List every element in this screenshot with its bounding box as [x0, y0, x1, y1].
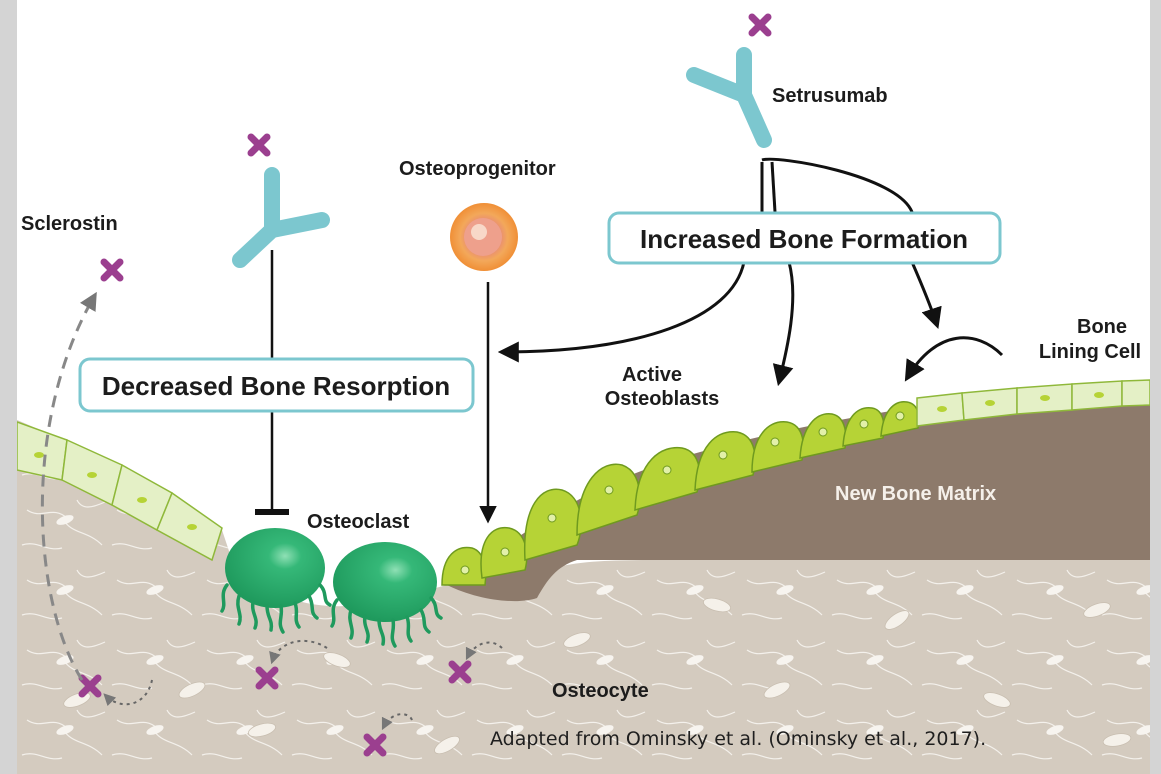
sclerostin-label: Sclerostin [21, 213, 118, 235]
new-bone-matrix-label: New Bone Matrix [835, 483, 996, 505]
osteoprogenitor-label: Osteoprogenitor [399, 158, 556, 180]
increased-bone-formation-label: Increased Bone Formation [640, 224, 968, 254]
osteoclast-label: Osteoclast [307, 511, 410, 533]
bone-lining-cell-icon [962, 388, 1017, 420]
osteoblast-icon [442, 547, 486, 585]
antibody-icon [240, 175, 322, 260]
source-caption: Adapted from Ominsky et al. (Ominsky et … [490, 728, 986, 750]
active-osteoblasts-label-line2: Osteoblasts [605, 388, 719, 410]
bone-lining-cell-icon [1072, 381, 1122, 410]
sclerostin-icon [251, 137, 267, 153]
decreased-bone-resorption-label: Decreased Bone Resorption [102, 371, 450, 401]
bone-lining-cell-label-line2: Lining Cell [1039, 341, 1141, 363]
osteocyte-label: Osteocyte [552, 680, 649, 702]
active-osteoblasts-label-line1: Active [622, 364, 682, 386]
bone-lining-cell-label-line1: Bone [1077, 316, 1127, 338]
osteoprogenitor-cell-icon [450, 203, 518, 271]
bone-lining-cell-icon [17, 422, 67, 480]
diagram-svg: Sclerostin Osteoprogenitor Setrusumab In… [17, 0, 1150, 774]
antibody-icon [694, 55, 764, 140]
bone-lining-cell-icon [1017, 384, 1072, 414]
osteoblast-icon [481, 528, 527, 578]
setrusumab-label: Setrusumab [772, 85, 888, 107]
diagram-canvas: Sclerostin Osteoprogenitor Setrusumab In… [17, 0, 1150, 774]
bone-lining-cell-icon [917, 393, 964, 426]
setrusumab-arrows [502, 159, 1002, 382]
bone-lining-cell-icon [1122, 380, 1150, 406]
sclerostin-icon [104, 262, 120, 278]
sclerostin-icon [752, 17, 768, 33]
